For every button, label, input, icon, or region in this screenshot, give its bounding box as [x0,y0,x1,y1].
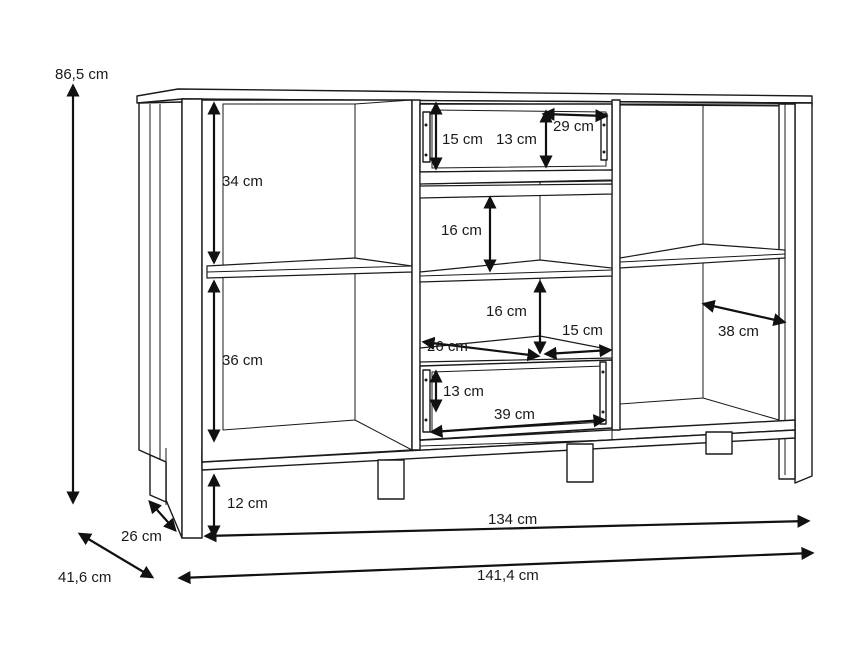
label-middle-depth-b: 15 cm [562,322,603,339]
arrow-width-total [177,546,815,585]
left-compartment [201,99,413,463]
center-shelf-1 [419,183,613,199]
label-middle-upper: 16 cm [441,222,482,239]
label-top-drawer-inner: 13 cm [496,131,537,148]
label-left-lower: 36 cm [222,352,263,369]
arrow-middle-depth-a [421,336,541,362]
left-front-post [181,98,203,539]
label-depth-body: 26 cm [121,528,162,545]
arrow-depth-body [148,500,177,532]
arrow-middle-depth-b [543,344,613,360]
bottom-drawer [419,359,613,441]
arrow-bottom-drawer-width [429,414,607,438]
dimension-arrows [66,83,815,585]
label-bottom-drawer-height: 13 cm [443,383,484,400]
arrow-depth-total [77,532,155,579]
right-front-post [778,103,796,480]
label-left-upper: 34 cm [222,173,263,190]
label-middle-lower: 16 cm [486,303,527,320]
dimension-labels: 86,5 cm 26 cm 41,6 cm 134 cm 141,4 cm 12… [55,66,759,586]
center-left-divider [411,99,421,451]
center-right-divider [611,99,621,431]
label-top-drawer-width: 29 cm [553,118,594,135]
arrow-top-drawer-width [541,107,609,123]
label-bottom-drawer-width: 39 cm [494,406,535,423]
label-width-total: 141,4 cm [477,567,539,584]
arrow-right-depth [701,299,787,327]
leg-1 [377,459,405,500]
label-width-body: 134 cm [488,511,537,528]
arrow-width-body [203,514,811,543]
label-depth-total: 41,6 cm [58,569,111,586]
label-right-depth: 38 cm [718,323,759,340]
label-top-drawer-outer: 15 cm [442,131,483,148]
label-height-total: 86,5 cm [55,66,108,83]
right-side-panel [794,102,813,484]
sideboard-drawing [136,88,813,539]
center-shelf-2 [419,259,613,283]
leg-2 [566,443,594,483]
label-leg-height: 12 cm [227,495,268,512]
left-back-leg [149,454,167,503]
leg-3 [705,431,733,455]
label-middle-depth-a: 26 cm [427,338,468,355]
